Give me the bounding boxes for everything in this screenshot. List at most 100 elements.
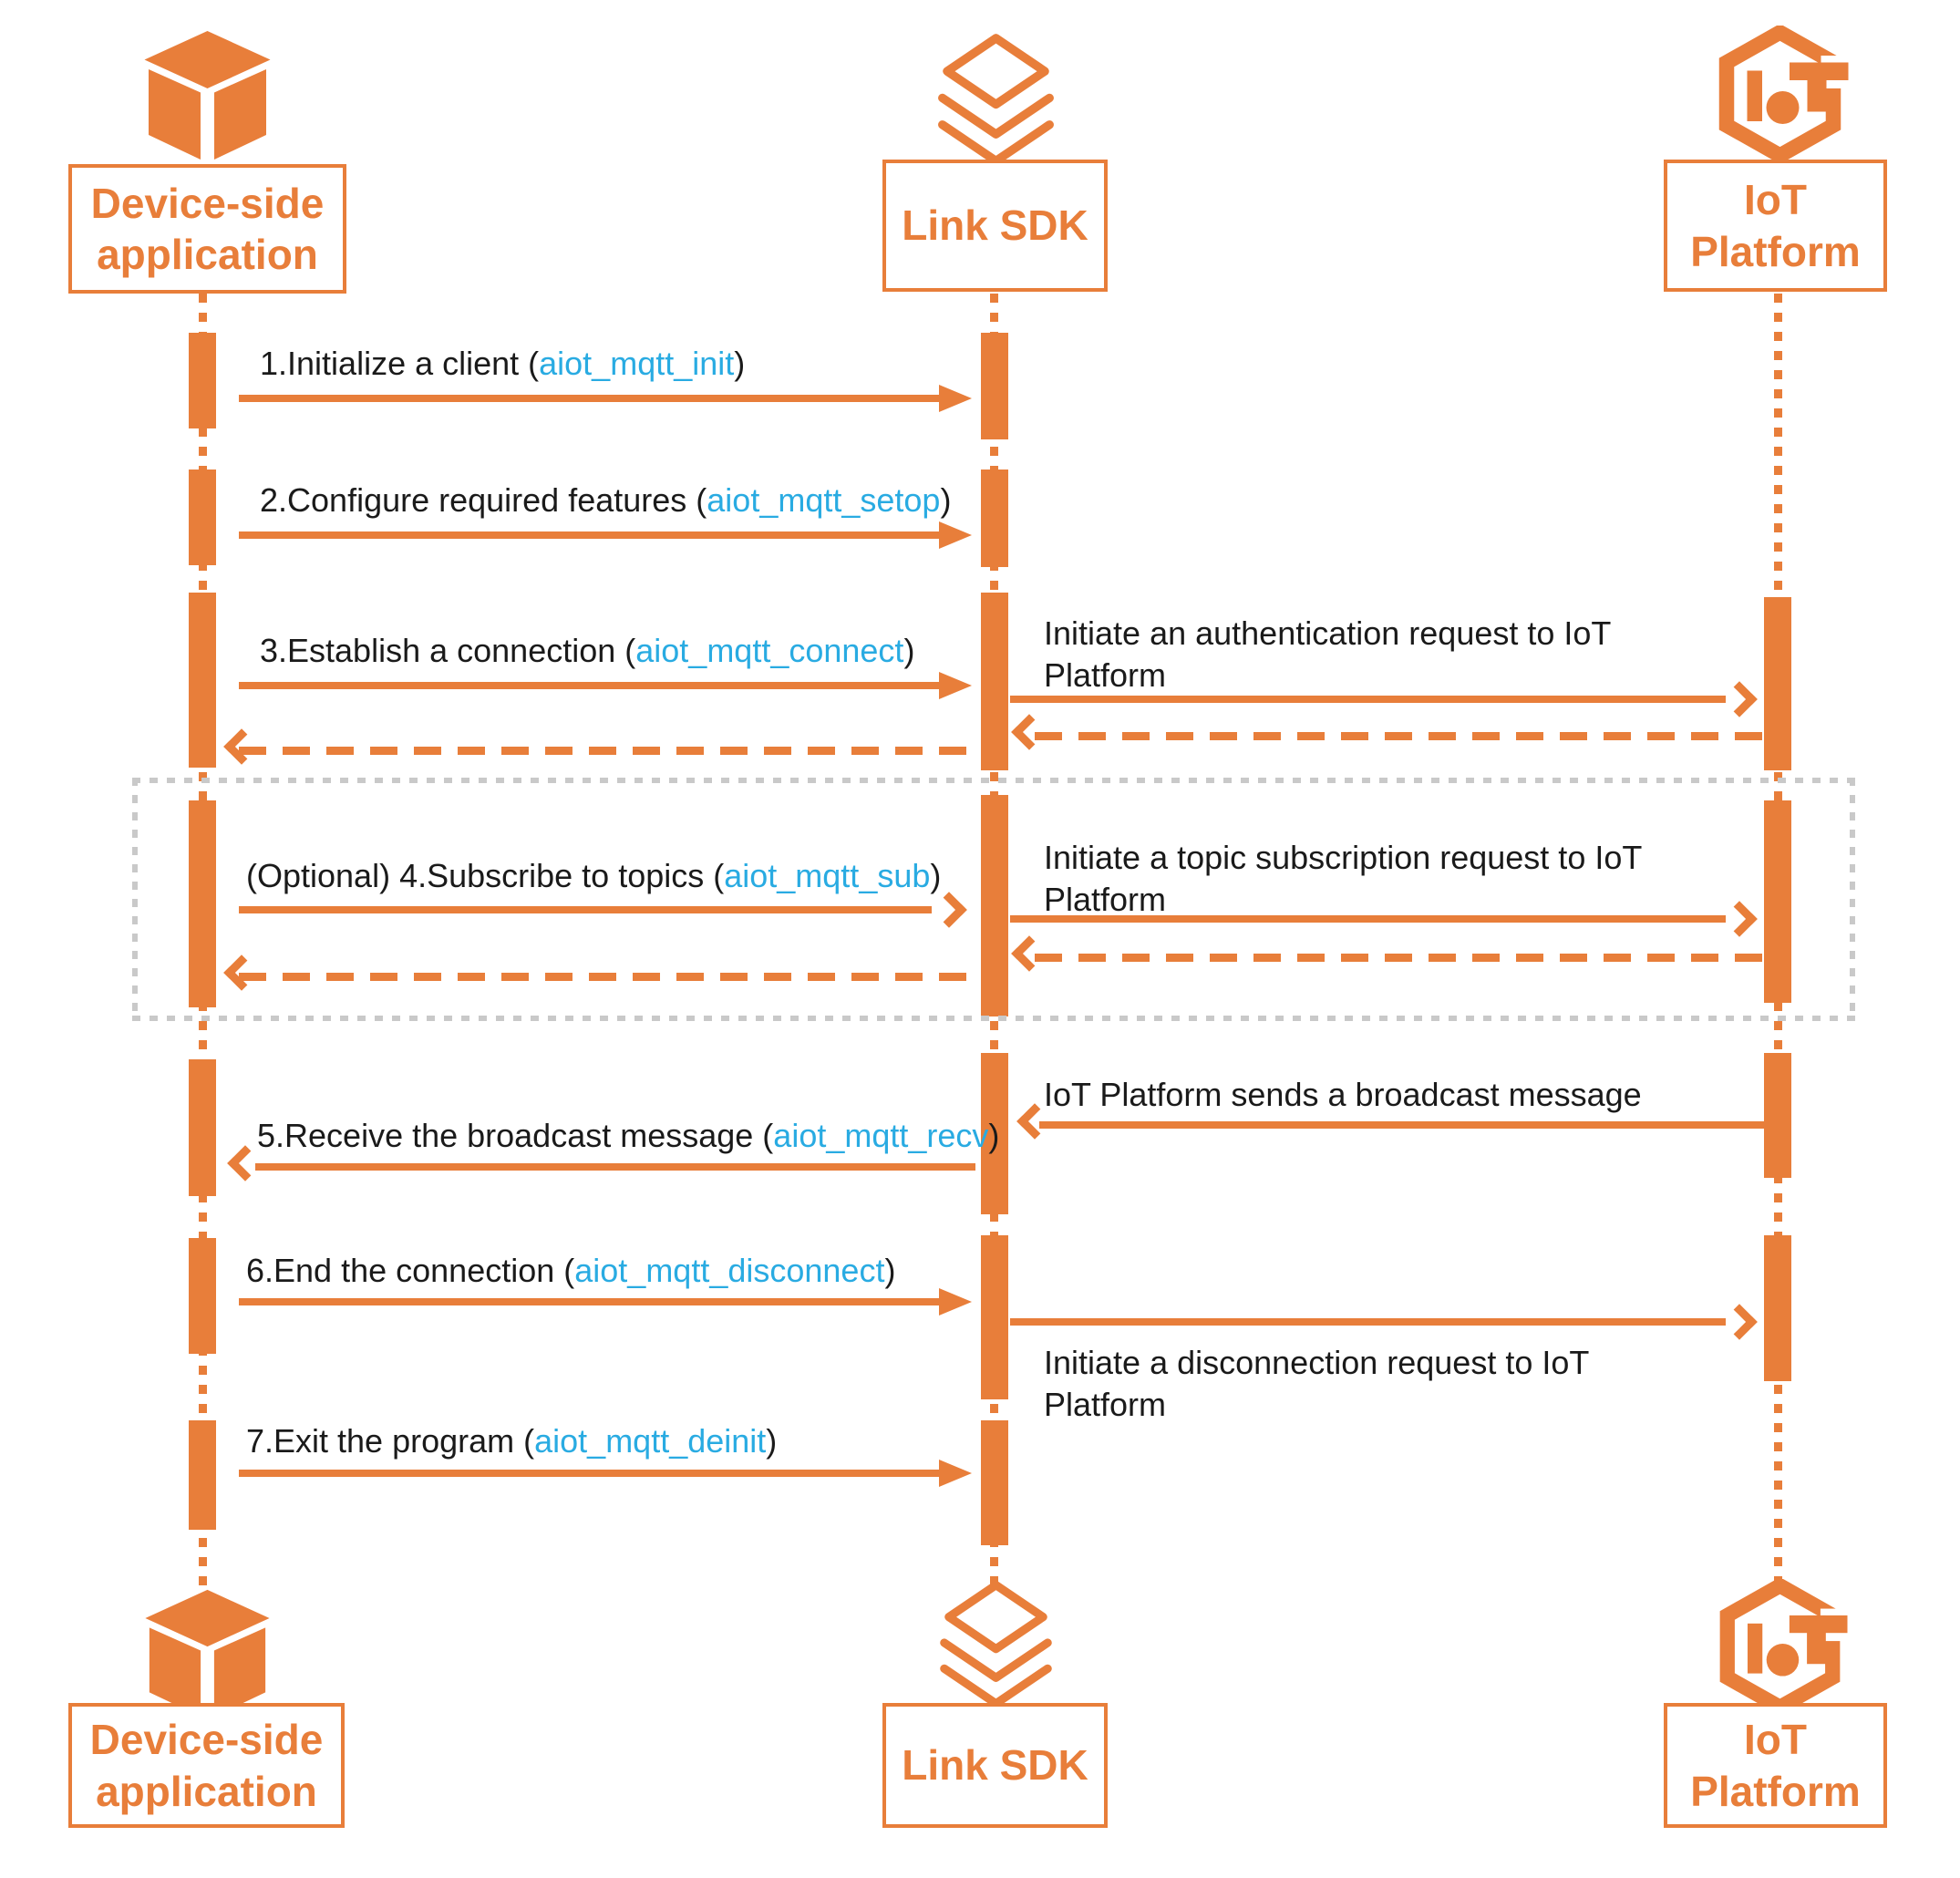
- actor-device-label-line2: application: [96, 1767, 317, 1815]
- message-7-function-link[interactable]: aiot_mqtt_deinit: [534, 1422, 767, 1460]
- subscribe-return-arrowhead: [1011, 935, 1047, 972]
- message-1-text: 1.Initialize a client (: [260, 345, 540, 382]
- cube-icon: [137, 26, 278, 162]
- message-2-arrowhead: [939, 521, 972, 549]
- device-activation: [189, 1238, 216, 1354]
- message-6-label: 6.End the connection (aiot_mqtt_disconne…: [246, 1252, 895, 1290]
- message-3-close: ): [903, 632, 915, 669]
- message-4-close: ): [930, 857, 942, 894]
- message-2-function-link[interactable]: aiot_mqtt_setop: [707, 481, 941, 519]
- device-activation: [189, 1059, 216, 1196]
- message-5-function-link[interactable]: aiot_mqtt_recv: [773, 1117, 989, 1154]
- message-1-arrowhead: [939, 385, 972, 412]
- message-6-close: ): [884, 1252, 896, 1289]
- message-2-arrow: [239, 531, 939, 539]
- layers-icon: [916, 32, 1076, 164]
- message-5-text: 5.Receive the broadcast message (: [257, 1117, 774, 1154]
- message-3-arrowhead: [939, 672, 972, 699]
- connect-return-arrow: [239, 747, 981, 755]
- message-5-arrow: [255, 1163, 975, 1171]
- layers-icon: [916, 1579, 1076, 1707]
- message-4-function-link[interactable]: aiot_mqtt_sub: [724, 857, 931, 894]
- subscribe-return-arrow-device: [239, 973, 981, 981]
- actor-sdk-bottom: Link SDK: [882, 1703, 1108, 1828]
- device-activation: [189, 593, 216, 768]
- message-6-function-link[interactable]: aiot_mqtt_disconnect: [574, 1252, 885, 1289]
- cube-icon: [137, 1584, 278, 1719]
- actor-iot-label-line1: IoT: [1744, 176, 1807, 224]
- message-4-label: (Optional) 4.Subscribe to topics (aiot_m…: [246, 857, 941, 895]
- iot-hexagon-icon: [1709, 26, 1851, 162]
- message-1-arrow: [239, 395, 939, 402]
- device-activation: [189, 470, 216, 565]
- sdk-activation: [981, 333, 1008, 439]
- auth-return-arrow: [1035, 732, 1764, 740]
- actor-device-label-line1: Device-side: [89, 1716, 324, 1764]
- message-7-label: 7.Exit the program (aiot_mqtt_deinit): [246, 1422, 777, 1460]
- connect-return-arrowhead: [223, 728, 260, 765]
- message-6-text: 6.End the connection (: [246, 1252, 575, 1289]
- message-2-close: ): [940, 481, 952, 519]
- actor-sdk-top: Link SDK: [882, 160, 1108, 292]
- message-1-close: ): [734, 345, 746, 382]
- optional-border-top: [132, 778, 1855, 783]
- message-6-arrowhead: [939, 1288, 972, 1316]
- disconnect-request-arrow: [1010, 1318, 1726, 1326]
- iot-hexagon-icon: [1709, 1579, 1851, 1714]
- message-1-function-link[interactable]: aiot_mqtt_init: [539, 345, 735, 382]
- iot-activation: [1764, 1235, 1791, 1381]
- message-3-arrow: [239, 682, 939, 689]
- sdk-activation: [981, 470, 1008, 567]
- sdk-activation: [981, 1420, 1008, 1545]
- optional-border-bottom: [132, 1016, 1855, 1021]
- message-5-label: 5.Receive the broadcast message (aiot_mq…: [257, 1117, 999, 1155]
- sdk-activation: [981, 1053, 1008, 1214]
- message-4-arrowhead: [931, 892, 967, 928]
- message-5-close: ): [988, 1117, 1000, 1154]
- actor-iot-label-line2: Platform: [1690, 227, 1861, 275]
- message-2-text: 2.Configure required features (: [260, 481, 707, 519]
- device-activation: [189, 333, 216, 428]
- actor-iot-top: IoT Platform: [1664, 160, 1887, 292]
- broadcast-arrow: [1039, 1121, 1764, 1129]
- message-6-arrow: [239, 1298, 939, 1305]
- message-7-text: 7.Exit the program (: [246, 1422, 535, 1460]
- message-3-function-link[interactable]: aiot_mqtt_connect: [635, 632, 904, 669]
- actor-sdk-label: Link SDK: [902, 1741, 1088, 1790]
- subscribe-return-arrow: [1035, 954, 1764, 962]
- message-3-label: 3.Establish a connection (aiot_mqtt_conn…: [260, 632, 914, 670]
- actor-iot-bottom: IoT Platform: [1664, 1703, 1887, 1828]
- actor-sdk-label: Link SDK: [902, 201, 1088, 250]
- auth-request-arrowhead: [1721, 681, 1758, 717]
- actor-device-bottom: Device-side application: [68, 1703, 345, 1828]
- broadcast-label: IoT Platform sends a broadcast message: [1044, 1076, 1642, 1113]
- message-4-arrow: [239, 906, 932, 913]
- actor-device-top: Device-side application: [68, 164, 346, 294]
- device-activation: [189, 800, 216, 1007]
- message-4-text: (Optional) 4.Subscribe to topics (: [246, 857, 725, 894]
- subscribe-request-label: Initiate a topic subscription request to…: [1044, 839, 1642, 919]
- actor-iot-label-line1: IoT: [1744, 1716, 1807, 1764]
- message-7-arrowhead: [939, 1460, 972, 1487]
- optional-border-left: [132, 778, 138, 1021]
- disconnect-request-arrowhead: [1721, 1304, 1758, 1340]
- sdk-activation: [981, 1235, 1008, 1399]
- message-7-arrow: [239, 1470, 939, 1477]
- message-7-close: ): [766, 1422, 778, 1460]
- actor-device-label-line1: Device-side: [90, 179, 325, 227]
- optional-border-right: [1850, 778, 1855, 1021]
- iot-activation: [1764, 597, 1791, 770]
- actor-iot-label-line2: Platform: [1690, 1767, 1861, 1815]
- subscribe-return-arrowhead-device: [223, 954, 260, 991]
- message-3-text: 3.Establish a connection (: [260, 632, 636, 669]
- sdk-activation: [981, 795, 1008, 1016]
- subscribe-request-arrowhead: [1721, 901, 1758, 937]
- auth-request-label: Initiate an authentication request to Io…: [1044, 614, 1611, 695]
- device-activation: [189, 1420, 216, 1530]
- subscribe-request-arrow: [1010, 915, 1726, 923]
- message-1-label: 1.Initialize a client (aiot_mqtt_init): [260, 345, 745, 383]
- iot-activation: [1764, 800, 1791, 1003]
- message-2-label: 2.Configure required features (aiot_mqtt…: [260, 481, 951, 520]
- actor-device-label-line2: application: [97, 231, 318, 278]
